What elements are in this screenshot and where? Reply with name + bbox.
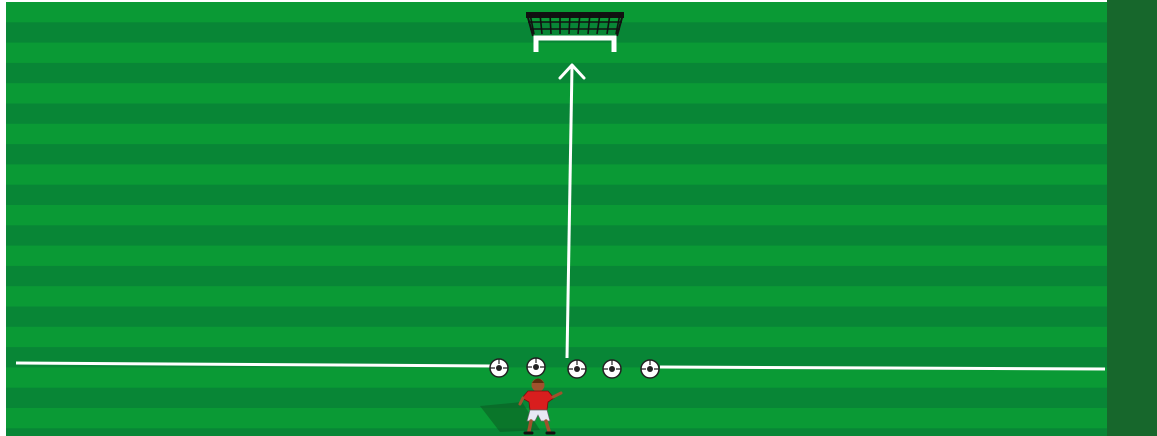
grass-stripe [6, 164, 1107, 185]
grass-stripe [6, 266, 1107, 287]
ball-icon [490, 359, 508, 377]
grass-stripe [6, 124, 1107, 145]
ball-icon [527, 358, 545, 376]
grass-stripe [6, 205, 1107, 226]
ball-icon [603, 360, 621, 378]
grass-stripes [6, 2, 1107, 436]
grass-stripe [6, 83, 1107, 104]
grass-stripe [6, 104, 1107, 125]
grass-stripe [6, 225, 1107, 246]
grass-stripe [6, 144, 1107, 165]
grass-stripe [6, 63, 1107, 84]
ball-icon [568, 360, 586, 378]
grass-stripe [6, 307, 1107, 328]
grass-stripe [6, 428, 1107, 436]
left-border [0, 0, 6, 436]
ball-icon [641, 360, 659, 378]
grass-stripe [6, 43, 1107, 64]
pitch-edge [1107, 0, 1157, 436]
grass-stripe [6, 327, 1107, 348]
grass-stripe [6, 367, 1107, 388]
grass-stripe [6, 185, 1107, 206]
grass-stripe [6, 408, 1107, 429]
grass-stripe [6, 286, 1107, 307]
grass-stripe [6, 388, 1107, 409]
grass-stripe [6, 246, 1107, 267]
